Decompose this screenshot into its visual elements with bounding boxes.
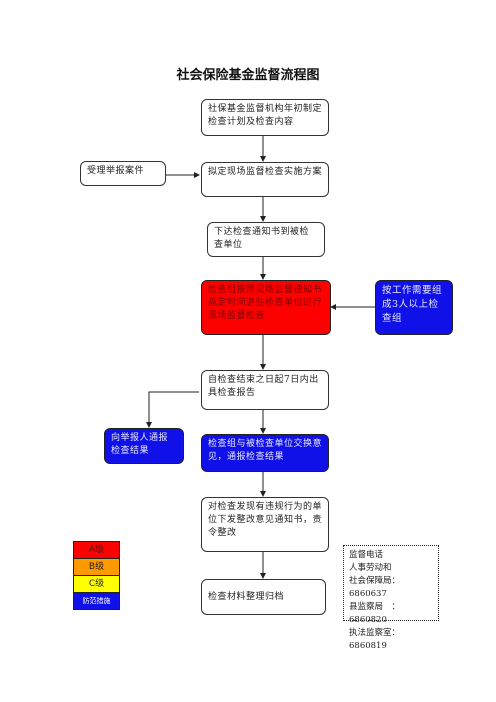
legend-b: B级 bbox=[73, 558, 120, 576]
arrow-n5-notify bbox=[146, 391, 199, 428]
page-title: 社会保险基金监督流程图 bbox=[176, 68, 320, 83]
step-onsite-inspection: 检查组按照现场监督通知书规定时间进驻检查单位进行现场监督检查 bbox=[201, 280, 331, 335]
step-issue-notice: 下达检查通知书到被检查单位 bbox=[207, 222, 325, 257]
contact-org: 人事劳动和 bbox=[349, 563, 392, 573]
risk-legend: A级 B级 C级 防范措施 bbox=[73, 541, 120, 610]
contact-box: 监督电话 人事劳动和 社会保障局：6860637 县监察局 ：6860820 执… bbox=[343, 545, 439, 651]
legend-a: A级 bbox=[73, 541, 120, 559]
legend-c: C级 bbox=[73, 575, 120, 593]
measure-notify-reporter: 向举报人通报检查结果 bbox=[104, 428, 184, 464]
legend-measure: 防范措施 bbox=[73, 592, 120, 610]
step-annual-plan: 社保基金监督机构年初制定检查计划及检查内容 bbox=[201, 99, 329, 136]
contact-title: 监督电话 bbox=[349, 550, 384, 560]
step-archive: 检查材料整理归档 bbox=[201, 579, 326, 615]
contact-line: 执法监察室：6860819 bbox=[349, 628, 401, 651]
step-issue-report: 自检查结束之日起7日内出具检查报告 bbox=[201, 370, 329, 410]
contact-line: 社会保障局：6860637 bbox=[349, 576, 401, 599]
contact-line: 县监察局 ：6860820 bbox=[349, 602, 401, 625]
measure-exchange-opinions: 检查组与被检查单位交换意见，通报检查结果 bbox=[201, 434, 329, 472]
measure-form-team: 按工作需要组成3人以上检查组 bbox=[375, 280, 453, 335]
report-case-box: 受理举报案件 bbox=[80, 161, 166, 186]
step-draft-plan: 拟定现场监督检查实施方案 bbox=[201, 162, 329, 197]
step-rectification-notice: 对检查发现有违规行为的单位下发整改意见通知书，责令整改 bbox=[201, 497, 329, 552]
